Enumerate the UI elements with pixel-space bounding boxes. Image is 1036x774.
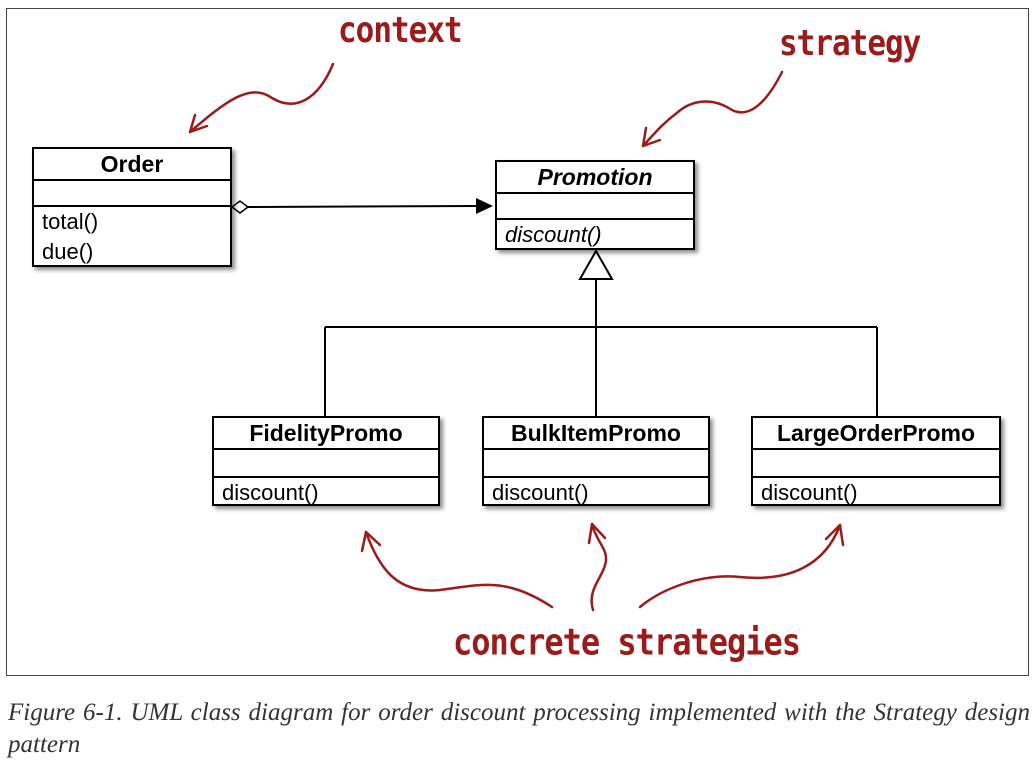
operations-compartment: discount() [497, 220, 693, 250]
operation: discount() [761, 480, 858, 505]
operation: discount() [505, 222, 602, 247]
annotation-concrete-strategies: concrete strategies [453, 620, 801, 664]
operations-compartment: total() due() [34, 207, 230, 267]
aggregation-diamond [230, 200, 250, 214]
attributes-compartment [484, 450, 708, 478]
operations-compartment: discount() [214, 478, 438, 508]
operation: due() [42, 239, 94, 264]
operations-compartment: discount() [484, 478, 708, 508]
class-name: BulkItemPromo [484, 418, 708, 450]
attributes-compartment [214, 450, 438, 478]
class-largeorder-promo: LargeOrderPromo discount() [751, 416, 1001, 506]
class-name: Promotion [497, 162, 693, 194]
class-fidelity-promo: FidelityPromo discount() [212, 416, 440, 506]
operation: discount() [222, 480, 319, 505]
class-name: LargeOrderPromo [753, 418, 999, 450]
attributes-compartment [497, 194, 693, 220]
concrete-arrow-bulkitem [587, 522, 608, 612]
annotation-strategy: strategy [779, 23, 921, 65]
operations-compartment: discount() [753, 478, 999, 508]
operation: total() [42, 209, 99, 234]
context-arrow [188, 62, 335, 134]
inheritance-triangle [578, 248, 614, 280]
strategy-arrow [641, 70, 784, 148]
concrete-arrow-largeorder [638, 523, 845, 609]
concrete-arrow-fidelity [360, 530, 554, 609]
figure-caption: Figure 6-1. UML class diagram for order … [8, 699, 1030, 758]
aggregation-connector [230, 198, 493, 214]
navigation-arrowhead [476, 198, 493, 214]
class-promotion: Promotion discount() [495, 160, 695, 250]
class-name: FidelityPromo [214, 418, 438, 450]
annotation-context: context [338, 10, 463, 52]
class-bulkitem-promo: BulkItemPromo discount() [482, 416, 710, 506]
diagram-frame [6, 8, 1029, 676]
attributes-compartment [34, 181, 230, 207]
class-order: Order total() due() [32, 147, 232, 267]
class-name: Order [34, 149, 230, 181]
attributes-compartment [753, 450, 999, 478]
operation: discount() [492, 480, 589, 505]
generalization-connector [324, 248, 878, 416]
